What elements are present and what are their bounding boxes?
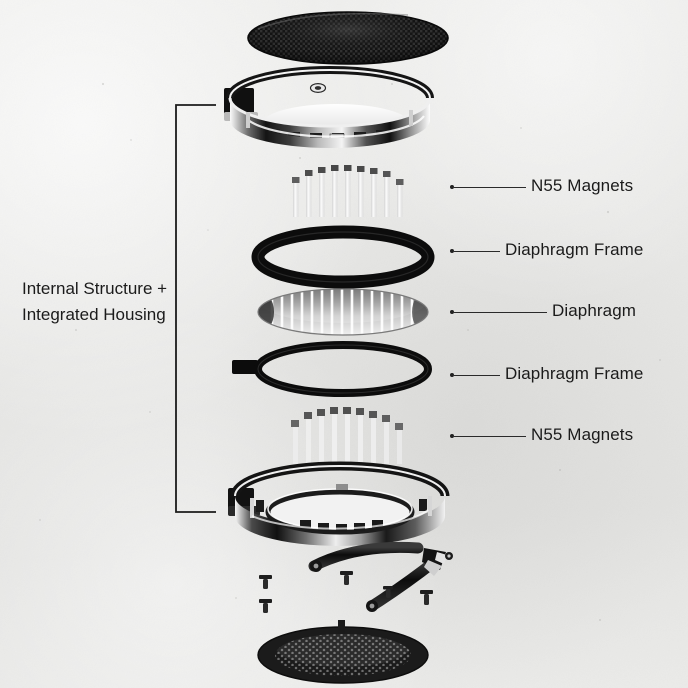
callout-line-diaphragm-frame-bottom (454, 375, 500, 376)
callout-label-diaphragm: Diaphragm (552, 301, 637, 320)
callout-label-diaphragm-frame-bottom: Diaphragm Frame (505, 364, 644, 383)
callout-dot-n55-magnets-bottom (450, 434, 454, 438)
mesh-grille-top (247, 11, 449, 65)
screw (420, 590, 433, 605)
perforated-back-plate (257, 620, 429, 684)
housing-ring-lower (228, 461, 450, 546)
callout-label-diaphragm-frame-top: Diaphragm Frame (505, 240, 644, 259)
callout-line-n55-magnets-bottom (454, 436, 526, 437)
callout-label-n55-magnets-top: N55 Magnets (531, 176, 634, 195)
screw (259, 599, 272, 613)
diaphragm-frame-bottom (232, 341, 432, 397)
diaphragm-frame-top (251, 225, 435, 289)
internal-structure-label: Internal Structure + Integrated Housing (22, 276, 172, 328)
housing-ring-upper (224, 66, 434, 148)
screw (259, 575, 272, 589)
screw-set (259, 571, 433, 613)
callout-line-diaphragm (454, 312, 547, 313)
internal-structure-label-line2: Integrated Housing (22, 305, 166, 324)
magnet-array-top (292, 165, 404, 217)
callout-dot-diaphragm (450, 310, 454, 314)
internal-structure-label-line1: Internal Structure + (22, 279, 168, 298)
callout-line-n55-magnets-top (454, 187, 526, 188)
callout-dot-diaphragm-frame-bottom (450, 373, 454, 377)
screw (340, 571, 353, 585)
callout-label-n55-magnets-bottom: N55 Magnets (531, 425, 634, 444)
callout-line-diaphragm-frame-top (454, 251, 500, 252)
callout-dot-n55-magnets-top (450, 185, 454, 189)
callout-dot-diaphragm-frame-top (450, 249, 454, 253)
headband-yoke-arms (308, 541, 453, 612)
magnet-array-bottom (291, 407, 403, 464)
screw (383, 586, 393, 598)
internal-structure-bracket (175, 104, 216, 513)
